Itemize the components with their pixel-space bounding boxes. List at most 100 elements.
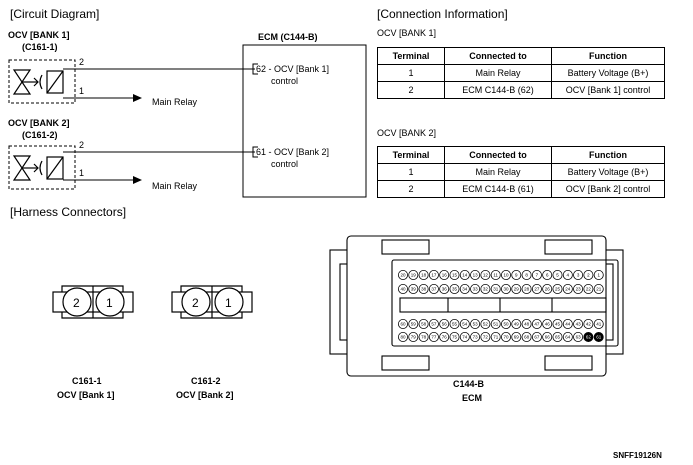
ecm-pin-label: 51 (493, 322, 499, 327)
ecm-pin-label: 40 (400, 287, 406, 292)
ecm-pin (439, 331, 450, 342)
ecm-pin (397, 269, 408, 280)
ecm-pin (480, 331, 491, 342)
header-terminal: Terminal (377, 47, 445, 65)
table-header-row: Terminal Connected to Function (377, 47, 665, 65)
ocv-bank1-frame (8, 59, 76, 104)
ecm-pin (583, 331, 594, 342)
cell-terminal: 1 (377, 163, 445, 181)
ocv-bank2-pin2: 2 (79, 140, 84, 150)
ecm-pin-label: 7 (536, 273, 539, 278)
ecm-pin-label: 53 (473, 322, 479, 327)
cell-terminal: 2 (377, 81, 445, 99)
ecm-pin-label: 3 (577, 273, 580, 278)
ecm-pin (408, 283, 419, 294)
ecm-pin (500, 269, 511, 280)
table-header-row: Terminal Connected to Function (377, 146, 665, 164)
ecm-pin (500, 283, 511, 294)
ecm-pin (562, 283, 573, 294)
ecm-connector-c144b (329, 235, 624, 377)
ecm-pin (542, 283, 553, 294)
section-circuit-diagram: [Circuit Diagram] (10, 7, 99, 21)
ecm-pin-label: 59 (411, 322, 417, 327)
ecm-block: ECM (C144-B) 62 - OCV [Bank 1] control 6… (242, 32, 367, 198)
header-terminal: Terminal (377, 146, 445, 164)
ecm-pin-label: 23 (576, 287, 582, 292)
ecm-pin-label: 16 (442, 273, 448, 278)
ecm-pin (490, 331, 501, 342)
ecm-pin (428, 331, 439, 342)
ecm-pin-label: 55 (452, 322, 458, 327)
cell-function: OCV [Bank 1] control (551, 81, 665, 99)
ecm-pin-label: 48 (524, 322, 530, 327)
ecm-pin-label: 22 (586, 287, 592, 292)
ecm-pin-label: 31 (493, 287, 499, 292)
c161-2-pin2: 2 (192, 296, 199, 310)
c161-2-id: C161-2 (191, 376, 221, 386)
cell-terminal: 1 (377, 64, 445, 82)
ecm-pin-label: 78 (421, 335, 427, 340)
ecm-pin (408, 331, 419, 342)
ecm-pin-label: 11 (493, 273, 498, 278)
ecm-pin-label: 27 (534, 287, 540, 292)
ecm-pin-label: 2 (587, 273, 590, 278)
ecm-pin (459, 331, 470, 342)
ecm-pin-label: 24 (565, 287, 571, 292)
ecm-pin (542, 269, 553, 280)
ecm-pin (583, 318, 594, 329)
cell-connected-to: Main Relay (444, 163, 552, 181)
ecm-pin-label: 47 (534, 322, 540, 327)
cell-terminal: 2 (377, 180, 445, 198)
ecm-pin-label: 18 (421, 273, 427, 278)
c161-1-id: C161-1 (72, 376, 102, 386)
ecm-pin-label: 32 (483, 287, 489, 292)
ecm-pin-label: 62 (586, 335, 592, 340)
ecm-pin (531, 318, 542, 329)
ecm-pin (593, 283, 604, 294)
c161-2-pin1: 1 (225, 296, 232, 310)
ecm-pin-label: 72 (483, 335, 489, 340)
ecm-pin (511, 283, 522, 294)
ecm-pin (511, 318, 522, 329)
ecm-title: ECM (C144-B) (258, 32, 318, 42)
c161-1-pin1: 1 (106, 296, 113, 310)
ecm-pin-label: 14 (462, 273, 468, 278)
ecm-pin (511, 331, 522, 342)
ecm-pin (573, 269, 584, 280)
ocv-bank1-pin2: 2 (79, 57, 84, 67)
ecm-pin (480, 318, 491, 329)
table-row: 2 ECM C144-B (62) OCV [Bank 1] control (377, 81, 665, 99)
ocv-bank2-conn: (C161-2) (22, 130, 58, 140)
valve-symbol-icon (12, 69, 64, 95)
table-row: 1 Main Relay Battery Voltage (B+) (377, 163, 665, 181)
figure-code: SNFF19126N (613, 451, 662, 460)
ecm-pin-label: 20 (400, 273, 406, 278)
ecm-pin-label: 74 (462, 335, 468, 340)
ecm-pin-label: 56 (442, 322, 448, 327)
ecm-pin (439, 269, 450, 280)
ocv-bank1: OCV [BANK 1] (C161-1) 2 1 Main Relay (8, 30, 255, 107)
ecm-pin (480, 283, 491, 294)
ecm-pin (521, 283, 532, 294)
ecm-pin-label: 35 (452, 287, 458, 292)
ecm-pin (449, 283, 460, 294)
ocv-bank2-relay: Main Relay (152, 181, 198, 191)
ecm-pin (573, 331, 584, 342)
ecm-pin-label: 25 (555, 287, 561, 292)
ecm-pin-62-label2: control (271, 76, 298, 86)
header-function: Function (551, 47, 665, 65)
ecm-pin-61: 61 - OCV [Bank 2] (256, 147, 329, 157)
ecm-pin-label: 58 (421, 322, 427, 327)
ecm-pin-label: 26 (545, 287, 551, 292)
connection-table-bank2: Terminal Connected to Function 1 Main Re… (377, 146, 665, 198)
connection-table-bank1: Terminal Connected to Function 1 Main Re… (377, 47, 665, 99)
ecm-pin-label: 45 (555, 322, 561, 327)
ecm-pin (480, 269, 491, 280)
ecm-pin (490, 269, 501, 280)
cell-connected-to: ECM C144-B (62) (444, 81, 552, 99)
ecm-pin (593, 318, 604, 329)
ecm-pin-label: 33 (473, 287, 479, 292)
ecm-pin-62: 62 - OCV [Bank 1] (256, 64, 329, 74)
